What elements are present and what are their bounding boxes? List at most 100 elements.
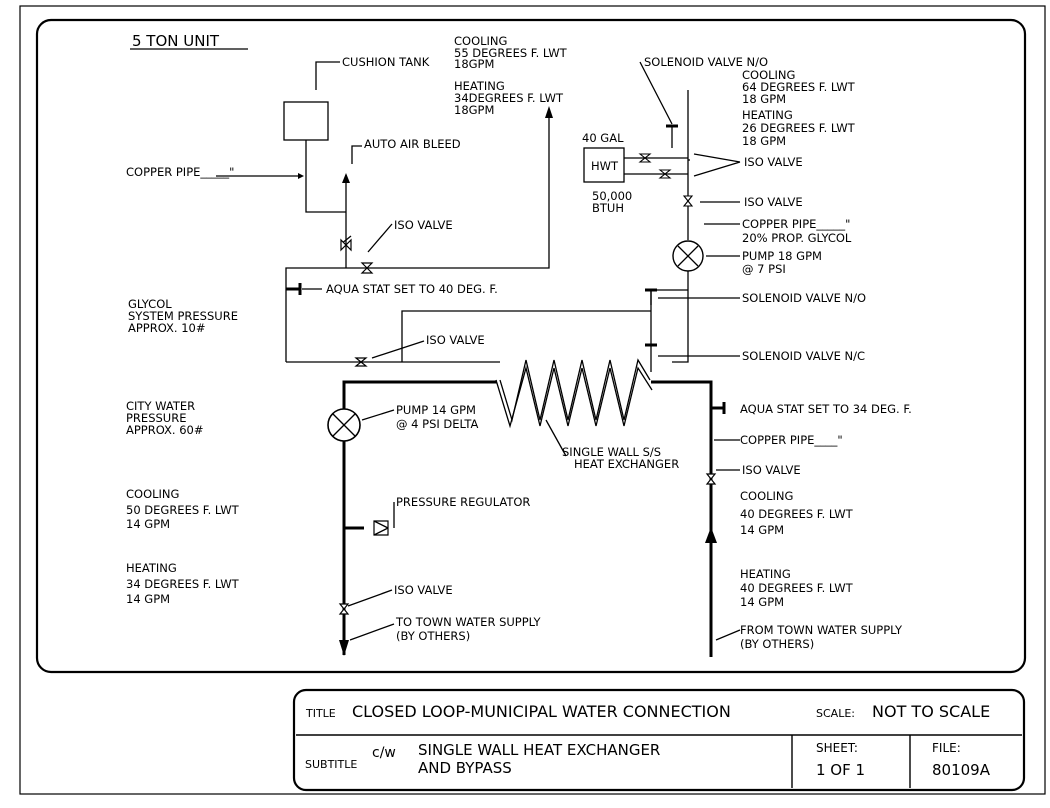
label-heating-right2-gpm: 14 GPM bbox=[740, 595, 784, 609]
label-aqua-stat-40: AQUA STAT SET TO 40 DEG. F. bbox=[326, 282, 498, 296]
label-heating-right2-lwt: 40 DEGREES F. LWT bbox=[740, 581, 854, 595]
label-to-town-2: (BY OTHERS) bbox=[396, 629, 470, 643]
iso-valve-symbol bbox=[340, 238, 352, 252]
label-cooling-right: COOLING bbox=[742, 68, 795, 82]
heat-exchanger-coil bbox=[499, 358, 651, 423]
label-heating-right-gpm: 18 GPM bbox=[742, 134, 786, 148]
label-cooling-right2: COOLING bbox=[740, 489, 793, 503]
label-pressure-regulator: PRESSURE REGULATOR bbox=[396, 495, 530, 509]
diagram-labels: CUSHION TANK COOLING 55 DEGREES F. LWT 1… bbox=[126, 34, 912, 651]
iso-valve-symbol bbox=[682, 195, 694, 207]
drawing-frame bbox=[35, 18, 1027, 674]
label-heating-right2: HEATING bbox=[740, 567, 791, 581]
label-copper-pipe-glycol: COPPER PIPE_____" bbox=[742, 217, 850, 231]
city-water-right-line bbox=[651, 380, 713, 657]
file-label: FILE: bbox=[932, 741, 961, 755]
label-city-2: PRESSURE bbox=[126, 411, 186, 425]
label-pump-18-psi: @ 7 PSI bbox=[742, 262, 786, 276]
label-heating-right: HEATING bbox=[742, 108, 793, 122]
air-bleed-arrow bbox=[342, 173, 350, 183]
subtitle-label: SUBTITLE bbox=[305, 758, 357, 771]
label-hwt: HWT bbox=[591, 159, 619, 173]
city-water-left-line bbox=[342, 380, 497, 655]
label-copper-pipe-left: COPPER PIPE_____" bbox=[126, 165, 234, 179]
label-cooling-right2-gpm: 14 GPM bbox=[740, 523, 784, 537]
label-cooling-left-gpm: 14 GPM bbox=[126, 517, 170, 531]
title-label: TITLE bbox=[305, 707, 336, 720]
label-cooling-right-gpm: 18 GPM bbox=[742, 92, 786, 106]
label-glycol-3: APPROX. 10# bbox=[128, 321, 206, 335]
label-solenoid-nc: SOLENOID VALVE N/C bbox=[742, 349, 865, 363]
label-heating-top-gpm: 18GPM bbox=[454, 103, 494, 117]
label-btuh-2: BTUH bbox=[592, 201, 624, 215]
label-btuh-1: 50,000 bbox=[592, 189, 632, 203]
label-prop-glycol: 20% PROP. GLYCOL bbox=[742, 231, 852, 245]
sheet-border bbox=[19, 5, 1046, 795]
bypass-line bbox=[401, 310, 651, 362]
iso-valve-symbol bbox=[354, 357, 368, 367]
label-city-3: APPROX. 60# bbox=[126, 423, 204, 437]
iso-valve-symbol bbox=[338, 603, 350, 615]
label-pump-18: PUMP 18 GPM bbox=[742, 249, 822, 263]
label-iso-valve-mid: ISO VALVE bbox=[426, 333, 485, 347]
label-40-gal: 40 GAL bbox=[582, 131, 624, 145]
label-solenoid-no-mid: SOLENOID VALVE N/O bbox=[742, 291, 866, 305]
label-heating-left-gpm: 14 GPM bbox=[126, 592, 170, 606]
flow-down-arrow bbox=[339, 640, 349, 656]
label-heating-top: HEATING bbox=[454, 79, 505, 93]
label-glycol-2: SYSTEM PRESSURE bbox=[128, 309, 238, 323]
label-iso-valve-right: ISO VALVE bbox=[742, 463, 801, 477]
title-block-frame bbox=[292, 688, 1026, 792]
label-iso-valve-upper: ISO VALVE bbox=[394, 218, 453, 232]
iso-valve-symbol bbox=[705, 473, 717, 485]
cushion-tank-line bbox=[305, 140, 346, 213]
file-value: 80109A bbox=[932, 761, 991, 779]
unit-title: 5 TON UNIT bbox=[132, 32, 220, 50]
label-heating-top-lwt: 34DEGREES F. LWT bbox=[454, 91, 564, 105]
sheet-label: SHEET: bbox=[816, 741, 858, 755]
iso-valve-symbol bbox=[638, 153, 652, 163]
flow-up-arrow-right bbox=[705, 527, 717, 543]
label-to-town-1: TO TOWN WATER SUPPLY bbox=[395, 615, 542, 629]
title-block: TITLE CLOSED LOOP-MUNICIPAL WATER CONNEC… bbox=[292, 688, 1026, 792]
label-heating-left-lwt: 34 DEGREES F. LWT bbox=[126, 577, 240, 591]
label-hx-2: HEAT EXCHANGER bbox=[574, 457, 679, 471]
label-cooling-top-lwt: 55 DEGREES F. LWT bbox=[454, 46, 568, 60]
leader-lines bbox=[216, 61, 741, 641]
label-cooling-top-gpm: 18GPM bbox=[454, 57, 494, 71]
label-cooling-top: COOLING bbox=[454, 34, 507, 48]
label-cushion-tank: CUSHION TANK bbox=[342, 55, 430, 69]
subtitle-line-1: SINGLE WALL HEAT EXCHANGER bbox=[418, 741, 660, 759]
label-copper-pipe-right: COPPER PIPE____" bbox=[740, 433, 843, 447]
iso-valve-symbol bbox=[658, 169, 672, 179]
drawing-title: CLOSED LOOP-MUNICIPAL WATER CONNECTION bbox=[352, 702, 731, 721]
subtitle-line-2: AND BYPASS bbox=[418, 759, 512, 777]
heat-exchanger-coil-inner bbox=[495, 365, 653, 429]
label-glycol-1: GLYCOL bbox=[128, 297, 172, 311]
scale-label: SCALE: bbox=[816, 707, 855, 720]
label-iso-valve-hwt: ISO VALVE bbox=[744, 155, 803, 169]
iso-valve-symbol bbox=[360, 262, 374, 274]
cushion-tank bbox=[283, 101, 329, 141]
label-aqua-stat-34: AQUA STAT SET TO 34 DEG. F. bbox=[740, 402, 912, 416]
hot-water-tank bbox=[583, 147, 625, 183]
label-from-town-2: (BY OTHERS) bbox=[740, 637, 814, 651]
label-cooling-right-lwt: 64 DEGREES F. LWT bbox=[742, 80, 856, 94]
label-cooling-left-lwt: 50 DEGREES F. LWT bbox=[126, 503, 240, 517]
label-heating-right-lwt: 26 DEGREES F. LWT bbox=[742, 121, 856, 135]
scale-value: NOT TO SCALE bbox=[872, 702, 990, 721]
subtitle-cw: c/w bbox=[372, 745, 396, 761]
label-city-1: CITY WATER bbox=[126, 399, 195, 413]
label-heating-left: HEATING bbox=[126, 561, 177, 575]
label-cooling-left: COOLING bbox=[126, 487, 179, 501]
sheet-value: 1 OF 1 bbox=[816, 761, 865, 779]
label-from-town-1: FROM TOWN WATER SUPPLY bbox=[740, 623, 903, 637]
flow-up-arrow bbox=[545, 106, 553, 118]
label-pump-14: PUMP 14 GPM bbox=[396, 403, 476, 417]
label-auto-air-bleed: AUTO AIR BLEED bbox=[364, 137, 461, 151]
label-iso-valve-glycol: ISO VALVE bbox=[744, 195, 803, 209]
label-hx-1: SINGLE WALL S/S bbox=[562, 445, 661, 459]
label-solenoid-no-top: SOLENOID VALVE N/O bbox=[644, 55, 768, 69]
glycol-top-line bbox=[285, 110, 550, 362]
